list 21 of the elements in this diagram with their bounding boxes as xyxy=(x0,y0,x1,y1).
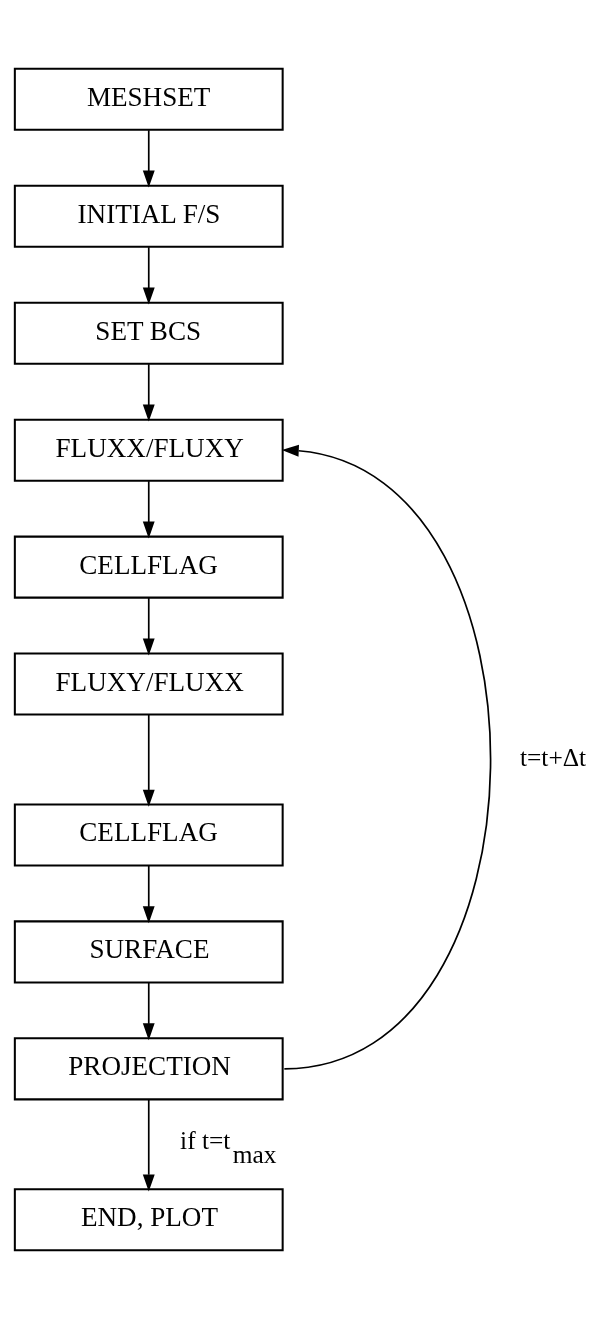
node-box: FLUXX/FLUXY xyxy=(13,418,284,482)
node-box: MESHSET xyxy=(13,67,284,131)
arrow xyxy=(142,714,155,807)
edge-label: t=t+Δt xyxy=(519,743,587,772)
arrow xyxy=(281,444,492,1070)
arrow xyxy=(142,597,155,656)
node-box: CELLFLAG xyxy=(13,535,284,599)
node-box: INITIAL F/S xyxy=(13,184,284,248)
arrow xyxy=(142,1098,155,1192)
node-box: SURFACE xyxy=(13,920,284,984)
arrow xyxy=(142,129,155,188)
arrow xyxy=(142,982,155,1041)
node-box: SET BCS xyxy=(13,301,284,365)
node-box: FLUXY/FLUXX xyxy=(13,652,284,716)
arrow xyxy=(142,865,155,924)
node-box: PROJECTION xyxy=(13,1037,284,1101)
arrow xyxy=(142,246,155,305)
arrow xyxy=(142,480,155,539)
arrow xyxy=(142,363,155,422)
node-box: CELLFLAG xyxy=(13,803,284,867)
node-box: END, PLOT xyxy=(13,1188,284,1252)
